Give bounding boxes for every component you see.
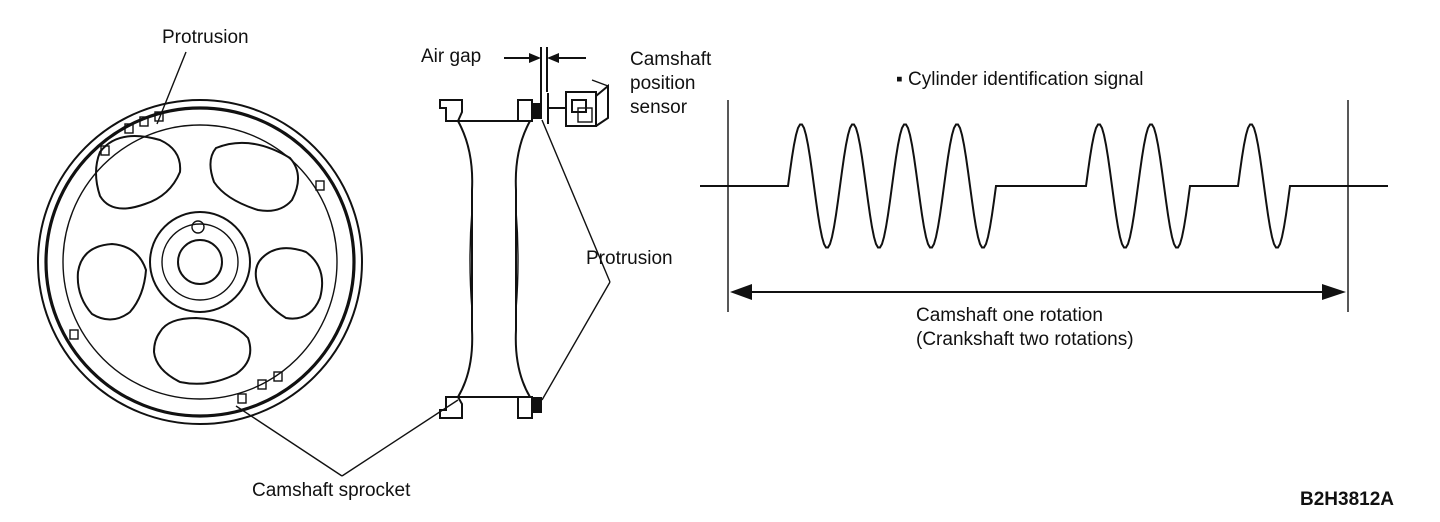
figure-code-label: B2H3812A [1300,489,1394,510]
side-protrusion-top [532,103,542,119]
signal-title-label: ▪ Cylinder identification signal [896,69,1144,90]
sprocket-inner-rim [44,106,356,418]
sprocket-protrusions [69,111,325,404]
sprocket-side-view [439,99,611,419]
sprocket-bore [177,239,223,285]
sprocket-web-ring [62,124,338,400]
sprocket-outer-rim [37,99,363,425]
air-gap-label: Air gap [421,46,482,67]
sensor-label-line3: sensor [630,97,688,118]
rotation-label-line2: (Crankshaft two rotations) [916,329,1134,350]
rotation-label-line1: Camshaft one rotation [916,305,1103,326]
protrusion-right-leader-top [541,119,611,283]
protrusion-right-leader-bottom [541,281,611,401]
sensor-label-line1: Camshaft [630,49,712,70]
sprocket-side-profile [456,120,532,398]
side-protrusion-bottom [532,397,542,413]
protrusion-top-leader [156,51,187,125]
air-gap-dimension [504,47,586,104]
signal-waveform [700,123,1388,249]
camshaft-sprocket-leaders [235,399,459,477]
sprocket-front-view [37,51,363,425]
sprocket-hub-middle [161,223,239,301]
sprocket-dowel-hole [191,220,205,234]
camshaft-position-sensor [547,79,609,127]
signal-waveform-group [700,100,1388,312]
sprocket-windows [76,135,324,385]
camshaft-sprocket-label: Camshaft sprocket [252,480,411,501]
protrusion-top-label: Protrusion [162,27,249,48]
rotation-arrow-left-head [730,284,752,300]
rotation-arrow-right-head [1322,284,1346,300]
sprocket-hub-outer [149,211,251,313]
protrusion-right-label: Protrusion [586,248,673,269]
sensor-label-line2: position [630,73,696,94]
